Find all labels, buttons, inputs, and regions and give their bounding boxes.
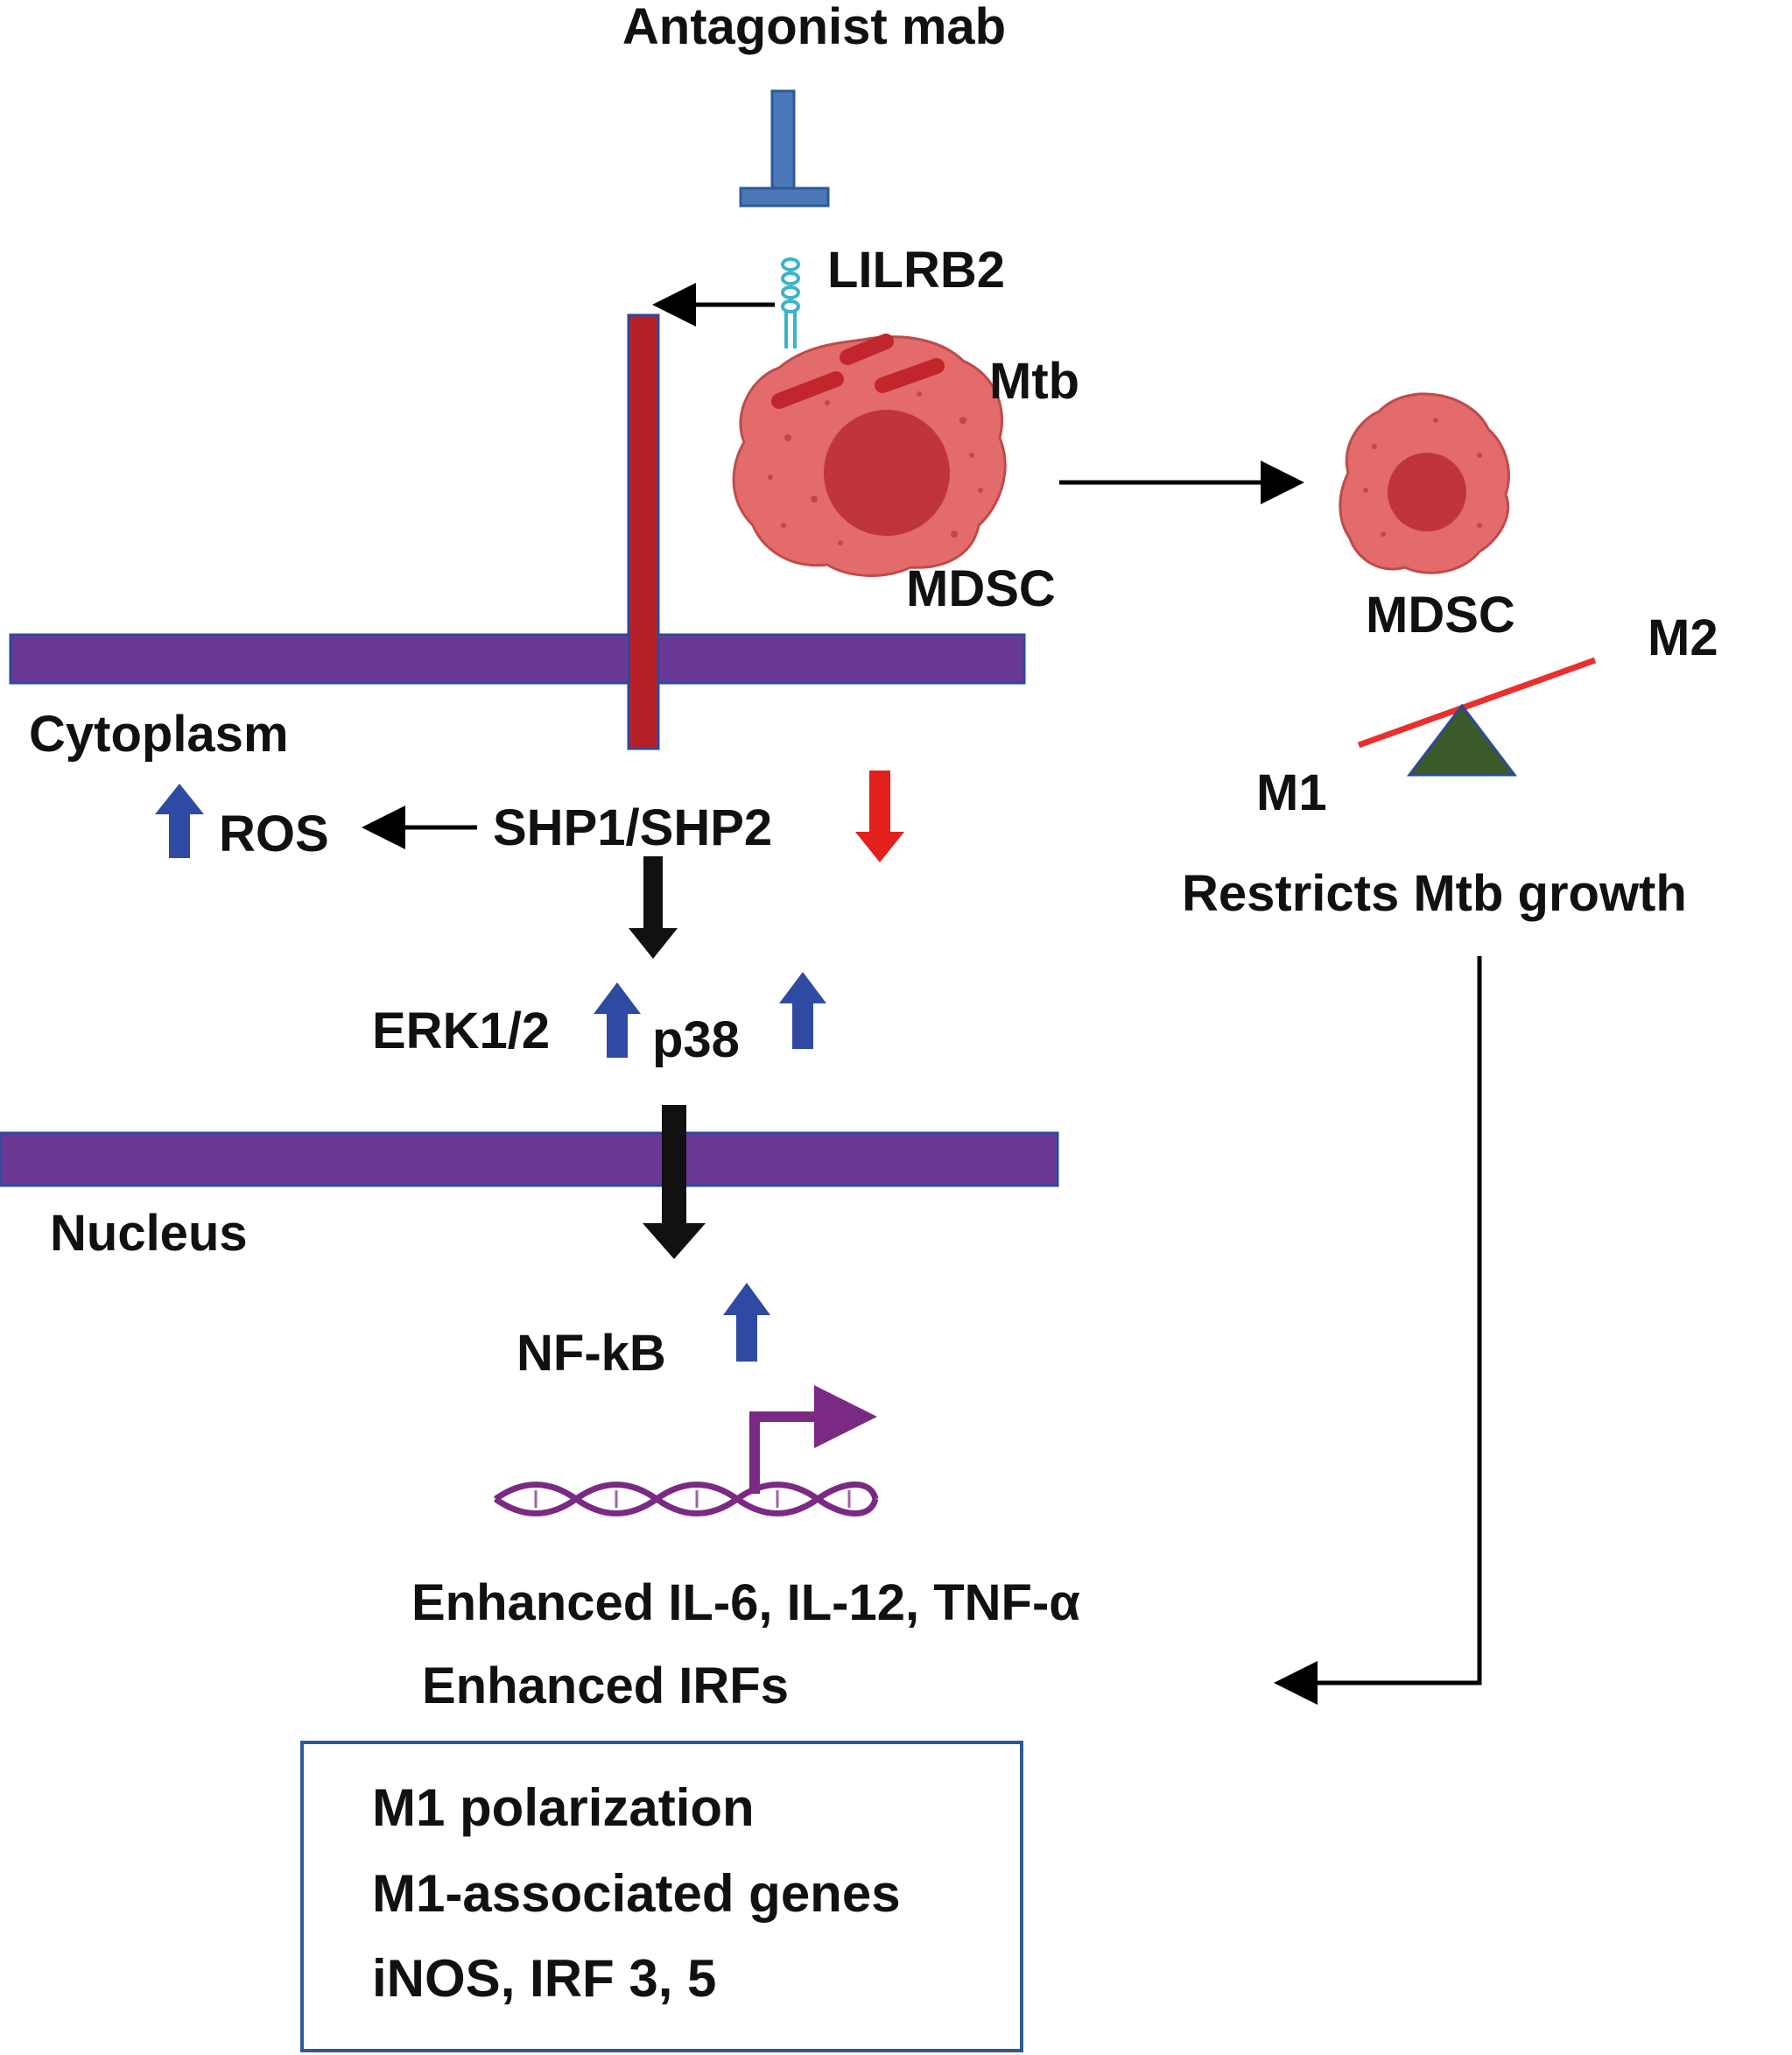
- p38-up-arrow-icon: [779, 972, 826, 1049]
- cytoplasm-label: Cytoplasm: [29, 706, 289, 763]
- erk-label: ERK1/2: [372, 1003, 550, 1059]
- shp-to-kinase-arrow: [629, 856, 678, 959]
- dna-transcription-icon: [493, 1385, 879, 1517]
- mtb-label: Mtb: [989, 353, 1079, 410]
- outcome-line-2: M1-associated genes: [372, 1864, 901, 1923]
- enhanced-cytokines-label: Enhanced IL-6, IL-12, TNF-α: [411, 1574, 1080, 1631]
- erk-up-arrow-icon: [594, 982, 641, 1058]
- mdsc-label-left: MDSC: [906, 560, 1056, 617]
- p38-label: p38: [652, 1011, 740, 1068]
- outcome-box: [300, 1741, 1023, 2052]
- mdsc-cell-infected: [732, 334, 1007, 577]
- cell-membrane: [9, 633, 1026, 685]
- receptor-squiggle-icon: [781, 257, 800, 348]
- m2-label: M2: [1648, 609, 1718, 666]
- lilrb2-label: LILRB2: [827, 242, 1005, 299]
- outcome-line-1: M1 polarization: [372, 1778, 755, 1837]
- mdsc-label-right: MDSC: [1366, 587, 1515, 644]
- m1-label: M1: [1256, 764, 1327, 821]
- nuclear-membrane: [0, 1131, 1059, 1187]
- restricts-growth-label: Restricts Mtb growth: [1182, 865, 1687, 922]
- ros-up-arrow-icon: [155, 784, 204, 858]
- ros-label: ROS: [219, 806, 329, 862]
- inhibitor-symbol: [739, 89, 830, 208]
- outcome-line-3: iNOS, IRF 3, 5: [372, 1949, 716, 2008]
- nucleus-label: Nucleus: [50, 1205, 248, 1262]
- nfkb-up-arrow-icon: [723, 1283, 770, 1362]
- transmembrane-receptor: [627, 313, 660, 750]
- mtb-bacteria-icon: [771, 334, 945, 409]
- shp-label: SHP1/SHP2: [493, 799, 772, 856]
- nfkb-label: NF-kB: [517, 1325, 666, 1382]
- antagonist-label: Antagonist mab: [622, 0, 1006, 55]
- mdsc-cell-right: [1339, 392, 1510, 574]
- m1-m2-balance-icon: [1357, 657, 1597, 777]
- shp-down-arrow-icon: [855, 771, 904, 862]
- nuclear-entry-arrow: [643, 1105, 706, 1259]
- enhanced-irfs-label: Enhanced IRFs: [422, 1657, 789, 1714]
- feedback-connector: [1274, 956, 1482, 1705]
